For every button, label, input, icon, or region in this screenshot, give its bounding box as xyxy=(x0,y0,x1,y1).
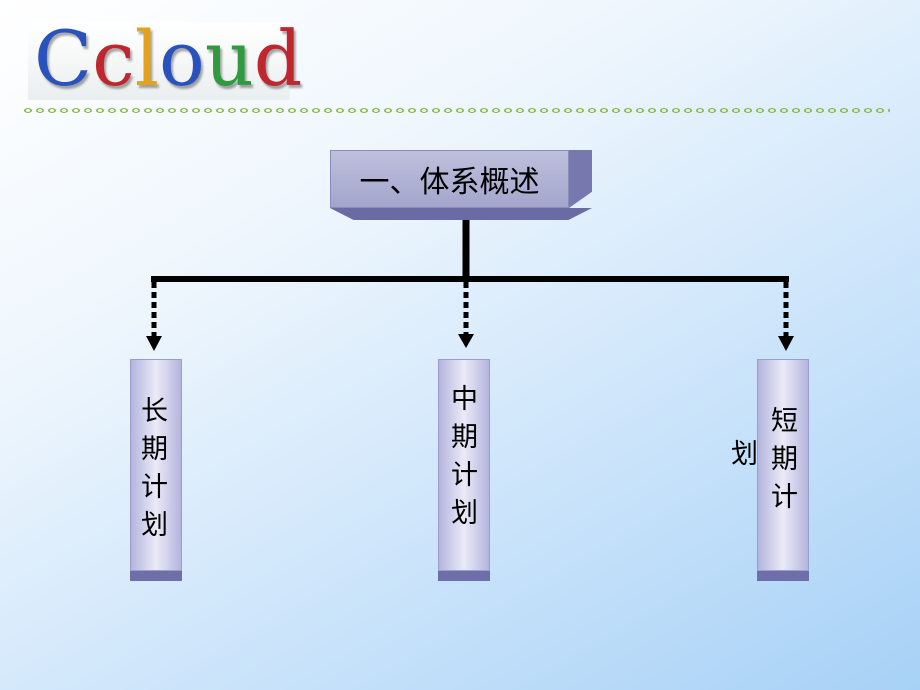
logo-letter-4: o xyxy=(159,14,205,103)
card-char: 期 xyxy=(451,422,478,453)
title-text: 一、体系概述 xyxy=(359,165,540,200)
logo-letter-1: C xyxy=(34,14,93,103)
logo-panel: Ccloud xyxy=(28,14,302,103)
card-char: 长 xyxy=(141,396,168,427)
card-char: 中 xyxy=(451,384,478,415)
card-char: 期 xyxy=(141,434,168,465)
arrowhead-middle xyxy=(458,334,474,348)
card-char: 划 xyxy=(141,510,168,541)
card-long-term: 长 期 计 划 xyxy=(130,359,182,581)
card-short-term: 短 期 计 xyxy=(757,359,809,581)
card-overflow-char: 划 xyxy=(731,439,758,470)
card-bottom xyxy=(757,571,809,581)
logo-letter-5: u xyxy=(204,14,254,103)
card-bottom xyxy=(438,571,490,581)
logo-letter-6: d xyxy=(253,14,303,103)
card-face xyxy=(130,359,182,571)
card-char: 短 xyxy=(771,406,798,437)
title-box: 一、体系概述 xyxy=(330,150,592,220)
card-char: 计 xyxy=(141,472,168,503)
ccloud-logo: Ccloud xyxy=(34,14,302,104)
card-face xyxy=(757,359,809,571)
card-label-mid-term: 中 期 计 划 xyxy=(451,381,478,533)
title-box-side xyxy=(569,150,592,208)
card-mid-term: 中 期 计 划 xyxy=(438,359,490,581)
card-char: 计 xyxy=(771,482,798,513)
title-box-bottom xyxy=(330,208,592,220)
title-box-face: 一、体系概述 xyxy=(330,150,569,208)
logo-letter-3: l xyxy=(134,14,160,103)
card-label-long-term: 长 期 计 划 xyxy=(141,393,168,545)
card-label-short-term: 短 期 计 xyxy=(771,403,798,517)
card-char: 计 xyxy=(451,460,478,491)
card-face xyxy=(438,359,490,571)
arrowhead-left xyxy=(146,336,162,351)
card-char: 划 xyxy=(451,498,478,529)
logo-letter-2: c xyxy=(92,14,135,103)
card-bottom xyxy=(130,571,182,581)
chain-divider xyxy=(22,105,890,116)
card-char: 期 xyxy=(771,444,798,475)
arrowhead-right xyxy=(778,336,794,351)
